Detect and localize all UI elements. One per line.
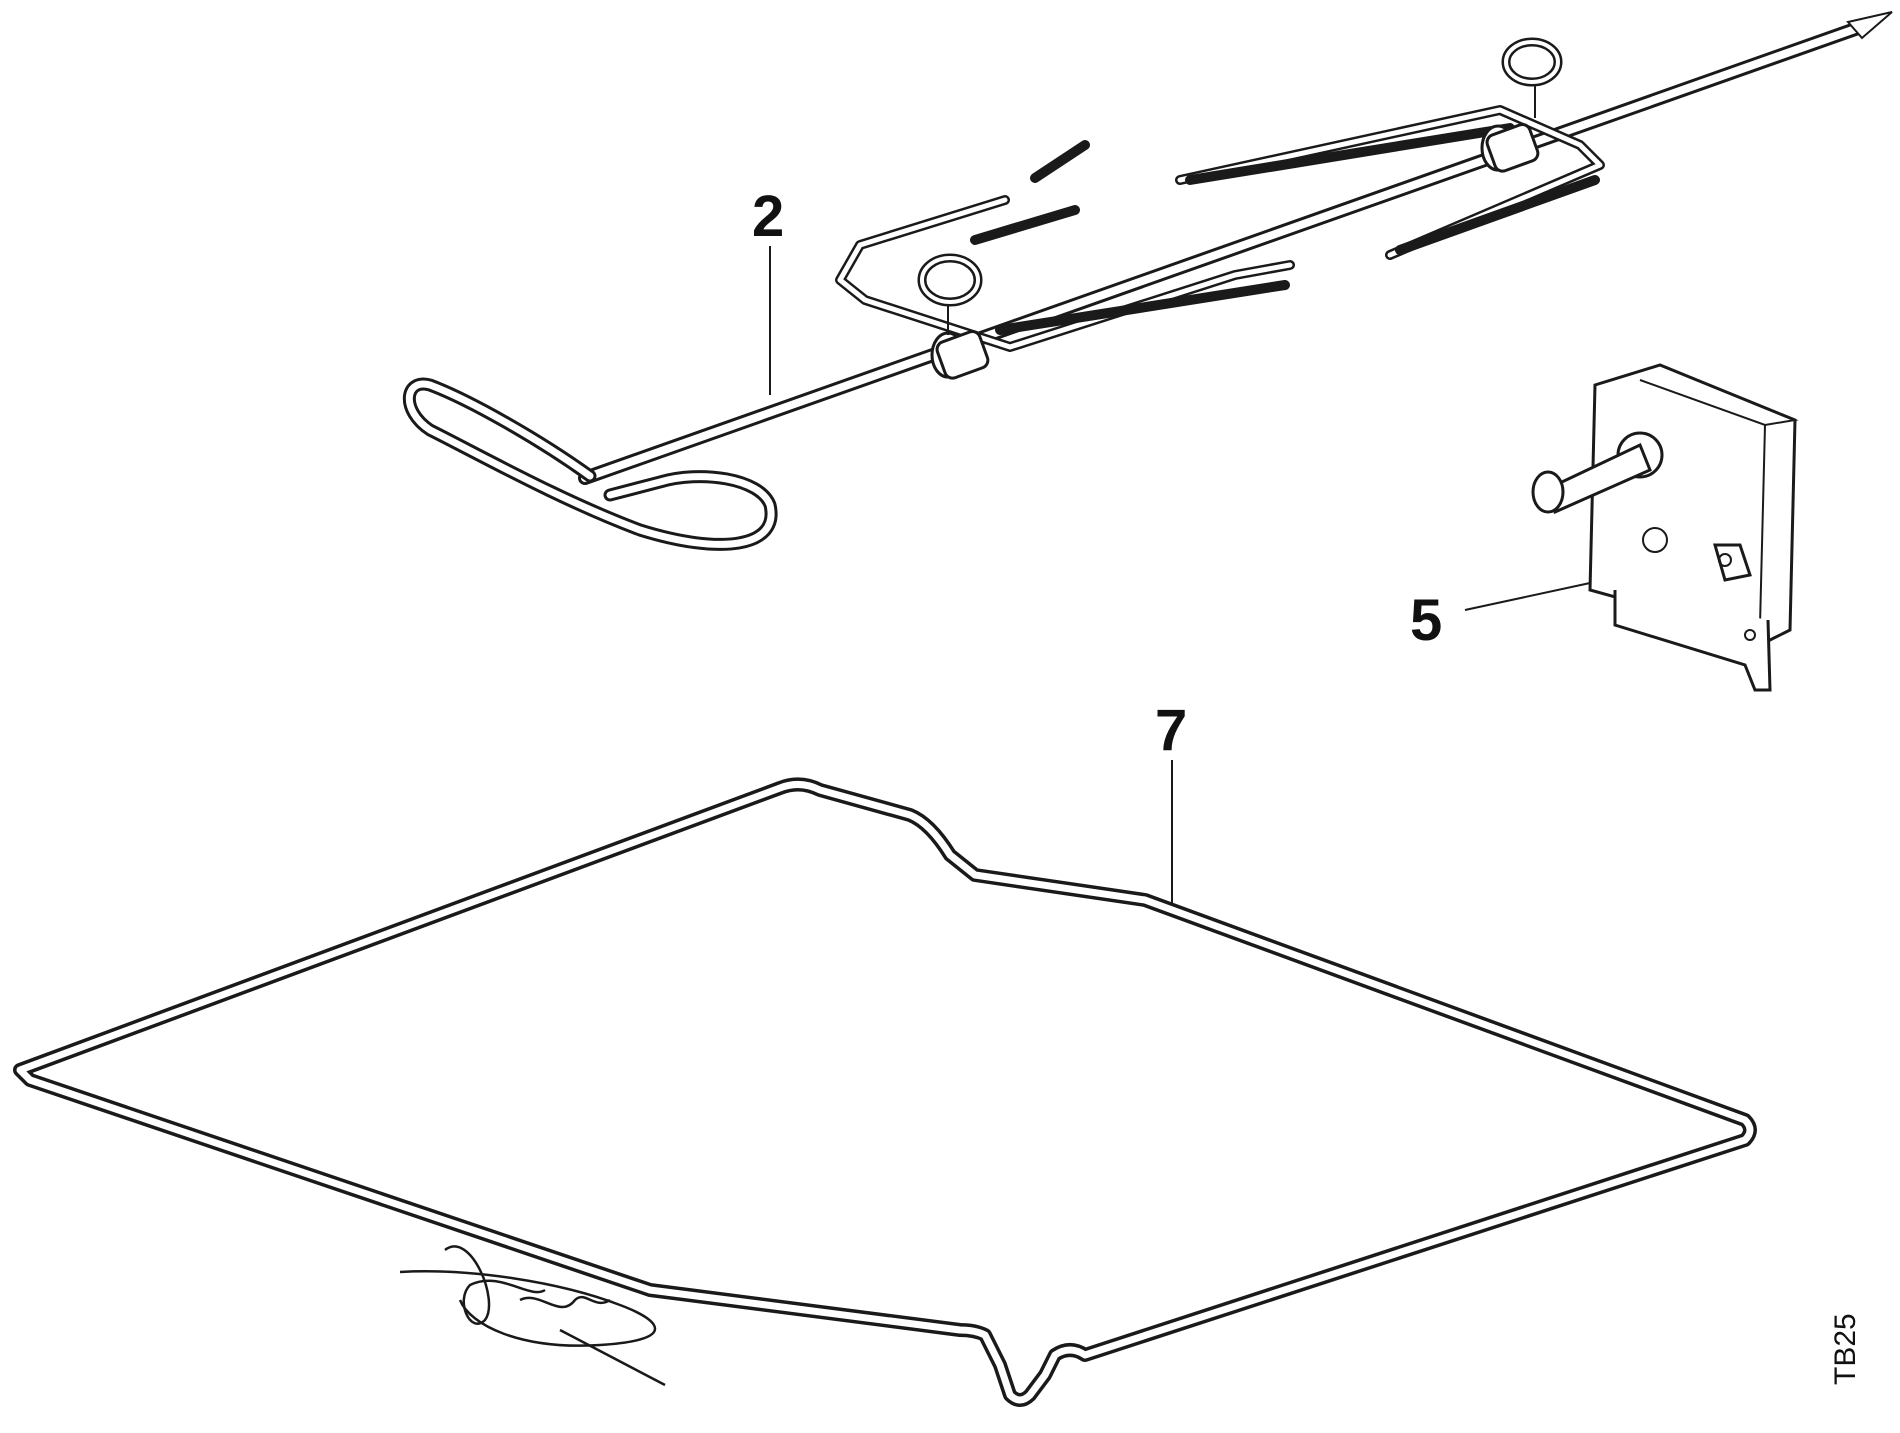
handwritten-signature <box>399 1245 666 1387</box>
spit-handle <box>402 377 778 551</box>
callout-7: 7 <box>1155 698 1187 763</box>
callout-5: 5 <box>1410 588 1442 653</box>
spit-motor: 5 <box>1410 363 1799 692</box>
spit-rod <box>578 11 1893 485</box>
leader-line-5 <box>1464 582 1591 611</box>
heating-element: 7 <box>13 698 1757 1407</box>
rotisserie-spit: 2 <box>402 11 1893 551</box>
drawing-code: TB25 <box>1829 1313 1862 1385</box>
spit-fork-right <box>1175 37 1605 260</box>
spit-fork-left <box>835 140 1295 380</box>
callout-2: 2 <box>752 184 784 249</box>
